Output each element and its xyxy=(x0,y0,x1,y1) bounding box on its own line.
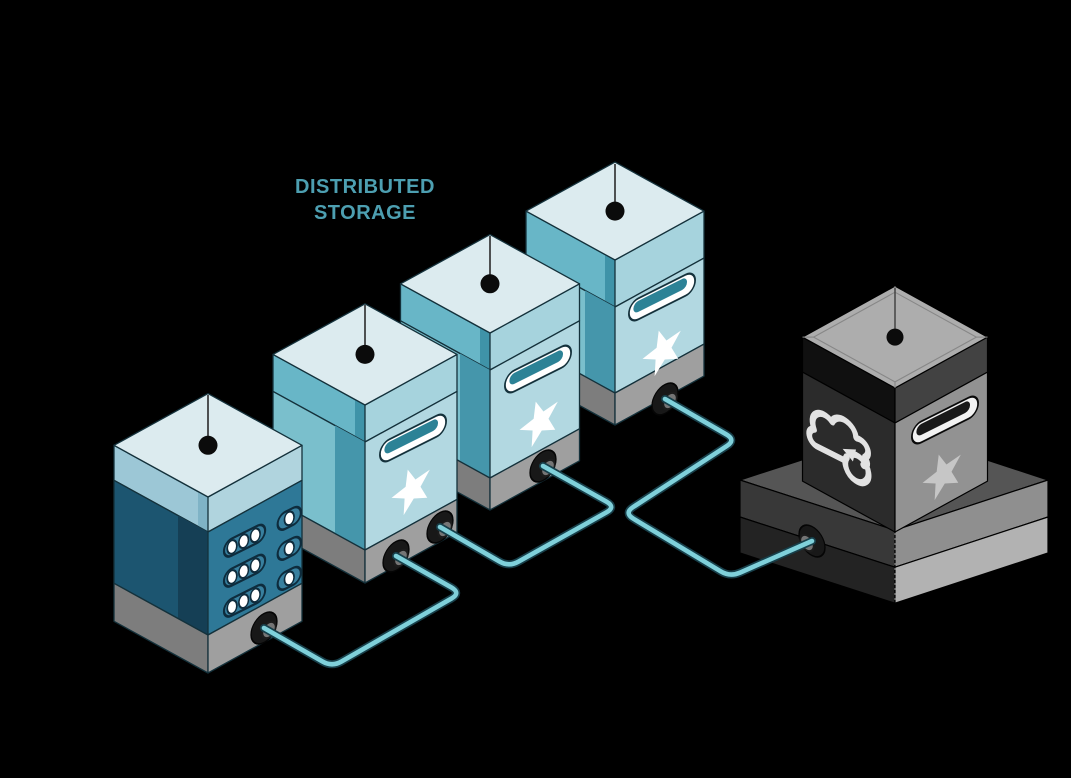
slot-icon xyxy=(379,413,447,463)
server-node xyxy=(113,392,303,674)
diagram-title-line2: STORAGE xyxy=(314,202,416,224)
body-left-edge xyxy=(460,353,490,478)
diagram-title-line1: DISTRIBUTED xyxy=(295,176,435,198)
pin-icon xyxy=(198,395,218,455)
slot-icon xyxy=(504,344,572,394)
lid-left-edge xyxy=(355,399,365,442)
star-icon xyxy=(642,330,681,377)
base-right-face xyxy=(614,343,705,426)
cloud-sync-icon xyxy=(806,409,872,487)
star-icon xyxy=(391,469,430,516)
star-icon xyxy=(922,454,961,501)
pin-icon xyxy=(355,305,375,364)
slot-icon xyxy=(628,272,696,322)
cable-node1-to-node2 xyxy=(436,462,616,569)
pin-icon xyxy=(605,164,625,221)
storage-node-2 xyxy=(399,233,581,511)
body-left-edge xyxy=(585,290,615,393)
cable-node3-to-cloud xyxy=(624,395,816,579)
cloud-node xyxy=(801,285,989,533)
star-icon xyxy=(519,401,558,448)
body-left-edge xyxy=(335,425,365,550)
platform-tier2-right xyxy=(894,516,1049,604)
lid-left-edge xyxy=(605,254,615,307)
slot-icon xyxy=(911,395,979,445)
pin-icon xyxy=(480,236,500,294)
lid-left-edge xyxy=(198,491,208,532)
server-rack-icon xyxy=(222,505,302,618)
lid-left-edge xyxy=(480,327,490,370)
body-left-edge xyxy=(178,515,208,635)
cable-server-to-node1 xyxy=(260,552,461,669)
pin-icon xyxy=(886,288,904,346)
